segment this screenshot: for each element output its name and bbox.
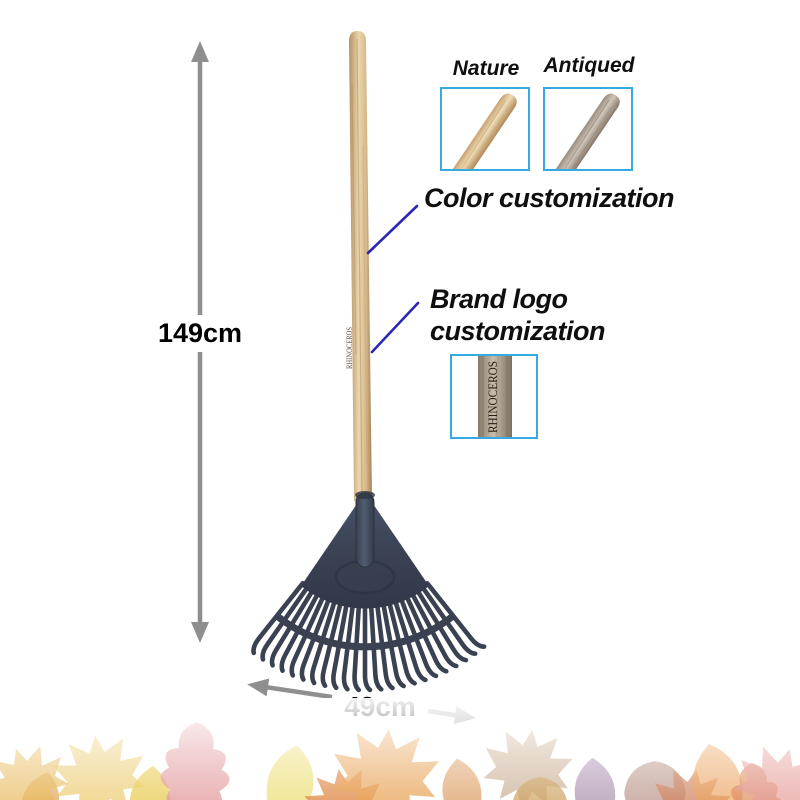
height-dimension: 149cm (158, 41, 242, 643)
pointer-line-brand-logo (370, 301, 420, 354)
swatch-box-nature (440, 87, 530, 171)
swatch-box-antiqued (543, 87, 633, 171)
rake-handle: RHINOCEROS (345, 31, 372, 501)
logo-wood-strip (478, 356, 512, 437)
antiqued-dowel-image (548, 93, 620, 169)
handle-brand-print: RHINOCEROS (345, 327, 354, 369)
width-arrow-left (247, 678, 333, 700)
pointer-lines (366, 204, 420, 354)
swatch-label-nature: Nature (452, 57, 520, 80)
brand-logo-image: RHINOCEROS (478, 356, 512, 437)
rake-head (250, 491, 484, 690)
rake-socket (355, 492, 375, 568)
brand-caption-line2: customization (430, 316, 606, 346)
brand-customization-caption: Brand logo customization (430, 283, 606, 347)
autumn-leaves-border (0, 698, 800, 800)
leaves-fade-overlay (0, 698, 800, 800)
rake-crossbar (274, 613, 456, 651)
socket-opening (355, 491, 375, 499)
pointer-line-color-customization (366, 204, 419, 255)
nature-dowel-image (445, 93, 517, 169)
brand-caption-line1: Brand logo (430, 284, 568, 314)
color-customization-caption: Color customization (424, 183, 675, 213)
logo-brand-text: RHINOCEROS (486, 361, 500, 433)
rake-product-image: RHINOCEROS (240, 31, 500, 705)
swatch-label-antiqued: Antiqued (543, 54, 635, 77)
brand-logo-sample-box: RHINOCEROS (450, 354, 538, 439)
height-value-label: 149cm (158, 318, 242, 348)
